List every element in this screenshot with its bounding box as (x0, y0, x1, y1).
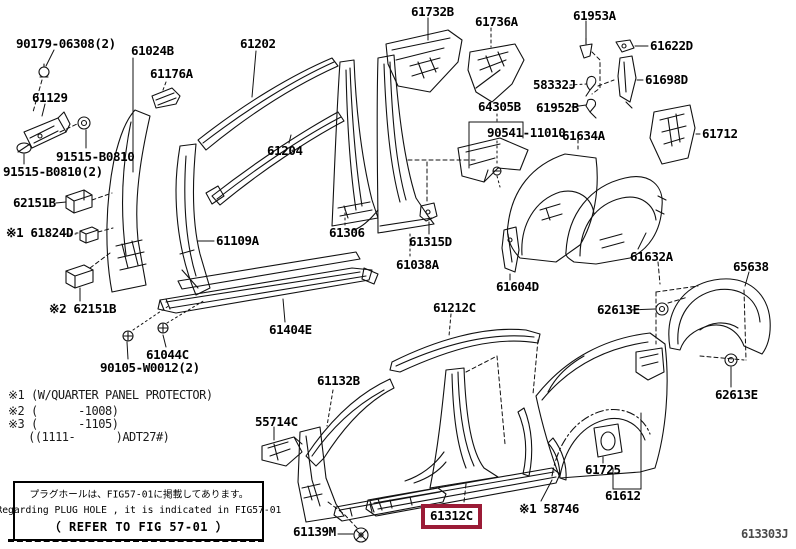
part-61312C-pillar-shape (365, 367, 561, 517)
part-61129-bracket-shape (23, 111, 71, 149)
part-61604D-shape (501, 226, 520, 273)
part-65638-liner-shape (668, 278, 771, 355)
part-61824D-shape (79, 226, 99, 244)
figure-code: 613303J (741, 527, 789, 541)
part-label-61698D[interactable]: 61698D (645, 72, 688, 87)
part-61732B-shape (385, 29, 463, 93)
part-label-61732B[interactable]: 61732B (411, 4, 454, 19)
part-label-61604D[interactable]: 61604D (496, 279, 539, 294)
part-61622D-clip-shape (615, 39, 635, 53)
part-61212C-rail-shape (389, 328, 541, 373)
part-label-61725[interactable]: 61725 (585, 462, 621, 477)
part-label-64305B[interactable]: 64305B (478, 99, 521, 114)
part-61632A-shape (565, 176, 667, 265)
part-label-62151B-2[interactable]: ※2 62151B (49, 301, 117, 316)
part-label-61634A[interactable]: 61634A (562, 128, 605, 143)
part-61952B-clip-shape (585, 98, 597, 119)
part-label-61129[interactable]: 61129 (32, 90, 68, 105)
part-label-61038A[interactable]: 61038A (396, 257, 439, 272)
part-label-61404E[interactable]: 61404E (269, 322, 312, 337)
part-62151B-1-shape (65, 189, 93, 214)
part-61315D-shape (419, 202, 438, 222)
plug-note-japanese: プラグホールは、FIG57-01に掲載してあります。 (29, 489, 248, 501)
part-label-61044C[interactable]: 61044C (146, 347, 189, 362)
part-label-61632A[interactable]: 61632A (630, 249, 673, 264)
leader-lines (23, 17, 750, 535)
note-line-4: ((1111- )ADT27#) (8, 430, 170, 444)
part-label-90541-11010[interactable]: 90541-11010 (487, 125, 566, 140)
part-label-61312C[interactable]: 61312C (421, 504, 482, 529)
part-64305B-shape (457, 137, 529, 183)
part-label-61212C[interactable]: 61212C (433, 300, 476, 315)
part-90179-clip-shape (38, 63, 50, 78)
part-61176A-shape (151, 87, 181, 109)
part-label-61109A[interactable]: 61109A (216, 233, 259, 248)
part-61139M-fastener-shape (353, 527, 369, 543)
part-58332J-clip-shape (585, 75, 597, 97)
part-label-61202[interactable]: 61202 (240, 36, 276, 51)
part-61698D-shape (617, 55, 637, 109)
part-label-65638[interactable]: 65638 (733, 259, 769, 274)
part-label-62613E-a[interactable]: 62613E (597, 302, 640, 317)
part-label-62613E-b[interactable]: 62613E (715, 387, 758, 402)
part-quarter-front-edge-shape (517, 407, 533, 477)
plug-note-refer: （ REFER TO FIG 57-01 ） (48, 520, 229, 534)
part-label-55714C[interactable]: 55714C (255, 414, 298, 429)
plug-hole-note-box: プラグホールは、FIG57-01に掲載してあります。 Regarding PLU… (0, 481, 281, 541)
part-label-58746[interactable]: ※1 58746 (519, 501, 579, 516)
part-61736A-shape (467, 43, 525, 103)
part-55714C-shape (261, 436, 303, 467)
part-label-61712[interactable]: 61712 (702, 126, 738, 141)
part-61712-shape (649, 104, 696, 165)
part-label-61622D[interactable]: 61622D (650, 38, 693, 53)
part-label-61176A[interactable]: 61176A (150, 66, 193, 81)
part-label-61024B[interactable]: 61024B (131, 43, 174, 58)
part-91515-grommet-shape (77, 116, 91, 130)
plug-note-english: Regarding PLUG HOLE , it is indicated in… (0, 504, 281, 516)
part-61044C-bolt-shape (157, 322, 169, 334)
part-label-61953A[interactable]: 61953A (573, 8, 616, 23)
part-front-pillar-inner-shape (106, 109, 151, 293)
part-label-61132B[interactable]: 61132B (317, 373, 360, 388)
part-62613E-grommet-b-shape (724, 353, 738, 367)
part-62151B-2-shape (65, 264, 94, 289)
part-label-90179-06308[interactable]: 90179-06308(2) (16, 36, 116, 51)
part-61306-shape (331, 59, 379, 227)
part-61202-rail-shape (197, 57, 339, 151)
part-label-61612[interactable]: 61612 (605, 488, 641, 503)
part-label-90105-W0012[interactable]: 90105-W0012(2) (100, 360, 200, 375)
part-label-91515-B0810-2[interactable]: 91515-B0810(2) (3, 164, 103, 179)
part-label-61824D[interactable]: ※1 61824D (6, 225, 74, 240)
part-label-62151B-1[interactable]: 62151B (13, 195, 56, 210)
note-line-3: ※3 ( -1105) (8, 417, 119, 431)
part-61634A-shape (506, 153, 598, 263)
part-61953A-clip-shape (579, 37, 593, 59)
part-label-61315D[interactable]: 61315D (409, 234, 452, 249)
part-58746-protector-shape (547, 437, 567, 481)
part-91515b-clip-shape (16, 142, 32, 154)
part-62613E-grommet-a-shape (655, 302, 669, 316)
note-line-2: ※2 ( -1008) (8, 404, 119, 418)
part-61404E-sill-shape (157, 251, 379, 314)
part-label-61204[interactable]: 61204 (267, 143, 303, 158)
part-61612-quarter-shape (535, 332, 668, 479)
part-label-58332J[interactable]: 58332J (533, 77, 576, 92)
note-line-1: ※1 (W/QUARTER PANEL PROTECTOR) (8, 388, 213, 402)
part-90105-bolt-shape (122, 330, 134, 342)
part-label-61306[interactable]: 61306 (329, 225, 365, 240)
part-label-61139M[interactable]: 61139M (293, 524, 336, 539)
bottom-dashed-rule (8, 539, 264, 542)
part-61204-rail-shape (205, 111, 345, 206)
part-61109A-shape (175, 143, 211, 296)
part-label-61736A[interactable]: 61736A (475, 14, 518, 29)
part-label-61952B[interactable]: 61952B (536, 100, 579, 115)
part-label-91515-B0810[interactable]: 91515-B0810 (56, 149, 135, 164)
